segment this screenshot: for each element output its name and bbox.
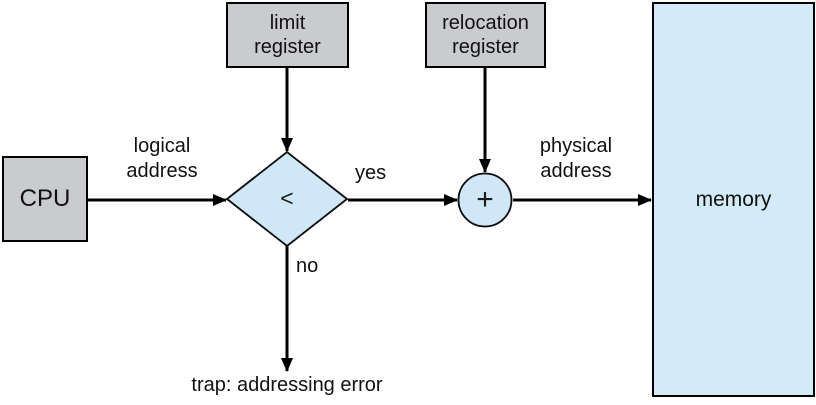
- memory-box: memory: [652, 2, 815, 397]
- comparator-diamond: [225, 150, 349, 248]
- relocation-register-box: relocation register: [425, 2, 546, 68]
- cpu-label: CPU: [19, 185, 71, 212]
- logical-address-line1: logical: [133, 135, 191, 157]
- relocation-register-label-line1: relocation: [442, 12, 529, 34]
- no-label: no: [296, 255, 319, 277]
- yes-label: yes: [355, 162, 387, 184]
- logical-address-line2: address: [126, 160, 198, 182]
- relocation-register-label-line2: register: [452, 36, 519, 58]
- cpu-box: CPU: [2, 156, 88, 242]
- adder-symbol: +: [476, 183, 494, 216]
- adder-circle: [457, 172, 513, 228]
- memory-label: memory: [695, 187, 772, 211]
- comparator-symbol: <: [280, 185, 294, 211]
- limit-register-label-line1: limit: [269, 12, 306, 34]
- physical-address-label: physical address: [515, 134, 637, 184]
- trap-label: trap: addressing error: [191, 374, 383, 396]
- logical-address-label: logical address: [100, 134, 224, 184]
- physical-address-line2: address: [540, 160, 612, 182]
- physical-address-line1: physical: [539, 135, 613, 157]
- limit-register-box: limit register: [226, 2, 349, 68]
- limit-register-label-line2: register: [254, 36, 321, 58]
